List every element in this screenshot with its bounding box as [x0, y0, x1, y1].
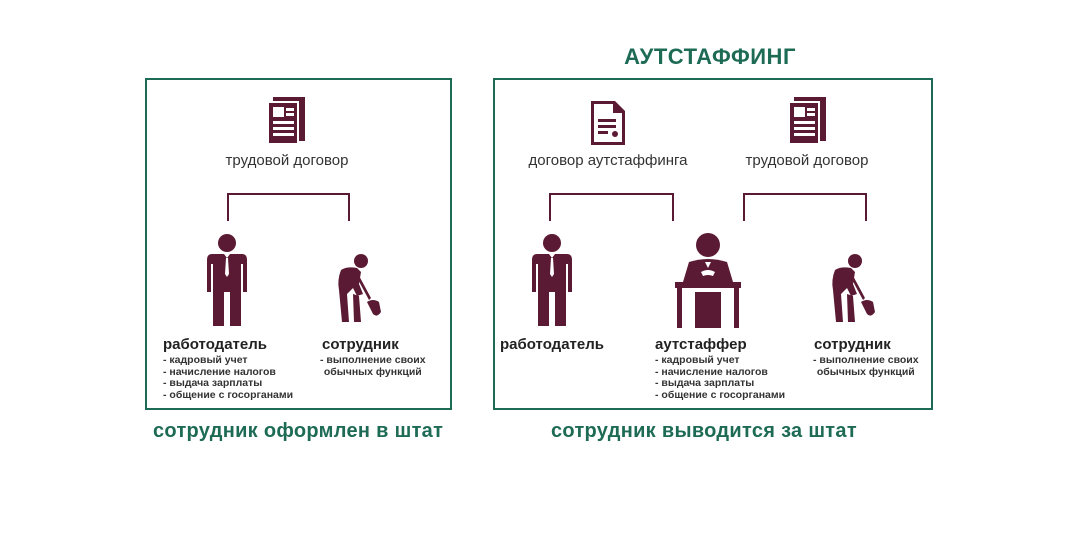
bracket-top: [227, 193, 350, 195]
duty-item: - кадровый учет: [655, 354, 740, 366]
bracket-right: [348, 193, 350, 221]
outstaffer-label: аутстаффер: [655, 336, 747, 353]
worker-shovel-icon: [338, 254, 381, 322]
employer-label: работодатель: [163, 336, 267, 353]
worker-shovel-icon: [832, 254, 875, 322]
employee-label: сотрудник: [322, 336, 399, 353]
bracket-top: [743, 193, 867, 195]
bracket-left: [227, 193, 229, 221]
employee-duties-list: - выполнение своих обычных функций: [813, 354, 919, 378]
staff-caption: сотрудник оформлен в штат: [153, 420, 444, 442]
bracket-right: [865, 193, 867, 221]
duty-item: - начисление налогов: [655, 365, 768, 378]
duty-item: - общение с госорганами: [655, 388, 786, 401]
bracket-left: [549, 193, 551, 221]
person-at-desk-icon: [675, 233, 741, 328]
duty-item: - выдача зарплаты: [163, 377, 263, 389]
employee-label: сотрудник: [814, 336, 891, 353]
duty-item: - начисление налогов: [163, 365, 276, 378]
businessman-icon: [207, 234, 247, 326]
duty-item: обычных функций: [816, 365, 915, 378]
businessman-icon: [532, 234, 572, 326]
duty-item: обычных функций: [323, 365, 422, 378]
duty-item: - общение с госорганами: [163, 388, 294, 401]
outstaffing-title: АУТСТАФФИНГ: [624, 44, 796, 69]
duty-item: - кадровый учет: [163, 354, 248, 366]
outstaffer-duties-list: - кадровый учет - начисление налогов - в…: [655, 354, 786, 401]
outstaffing-contract-label: договор аутстаффинга: [528, 152, 688, 169]
duty-item: - выполнение своих: [320, 354, 426, 366]
employee-duties-list: - выполнение своих обычных функций: [320, 354, 426, 378]
document-icon: [267, 97, 305, 145]
duty-item: - выдача зарплаты: [655, 377, 755, 389]
employment-contract-label: трудовой договор: [225, 152, 349, 169]
bracket-right: [672, 193, 674, 221]
employer-duties-list: - кадровый учет - начисление налогов - в…: [163, 354, 294, 401]
duty-item: - выполнение своих: [813, 354, 919, 366]
bracket-left: [743, 193, 745, 221]
outstaffing-caption: сотрудник выводится за штат: [551, 420, 857, 442]
bracket-top: [549, 193, 674, 195]
employment-contract-label: трудовой договор: [745, 152, 869, 169]
contract-document-icon: [591, 101, 625, 145]
outstaffing-panel: [493, 78, 933, 410]
employer-label: работодатель: [500, 336, 604, 353]
document-icon: [788, 97, 826, 145]
staff-panel: [145, 78, 452, 410]
